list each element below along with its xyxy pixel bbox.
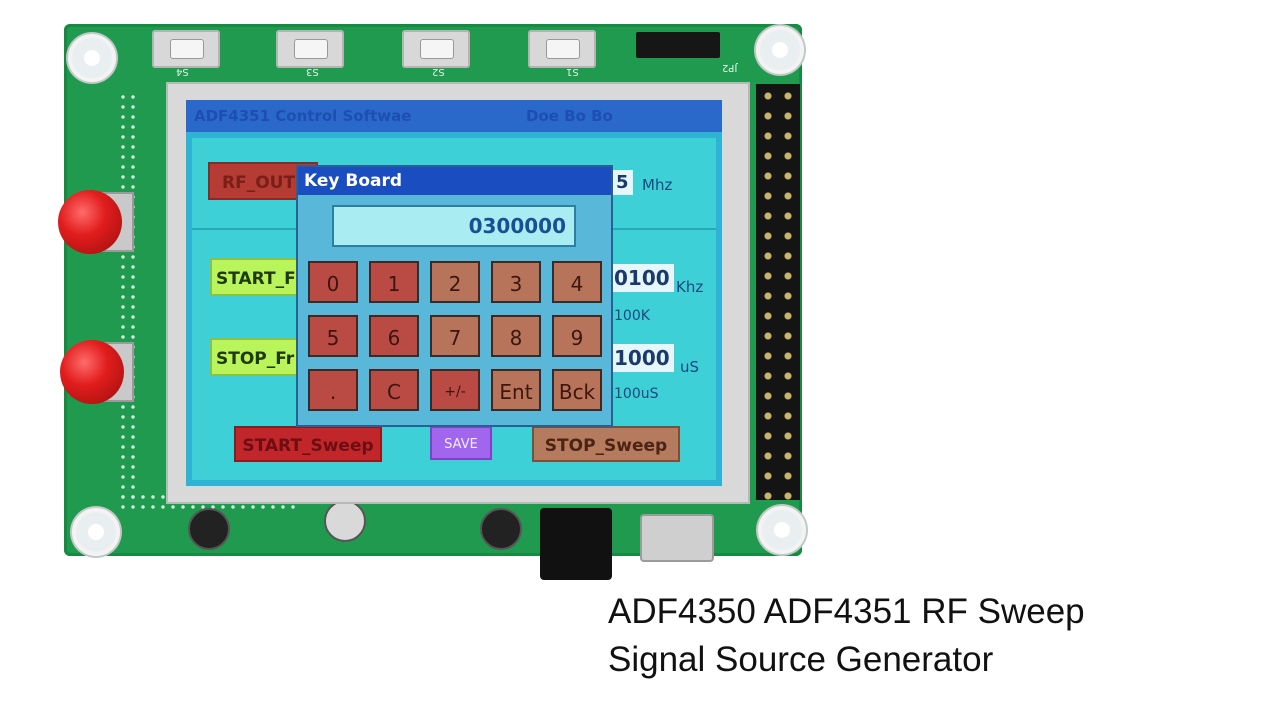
key-9[interactable]: 9 [552,315,602,357]
key-6[interactable]: 6 [369,315,419,357]
mount-hole-bottom-right [758,506,806,554]
stop-sweep-button[interactable]: STOP_Sweep [532,426,680,462]
start-freq-unit: Khz [676,278,704,296]
caption-line-1: ADF4350 ADF4351 RF Sweep [608,592,1085,631]
tact-switch-s2[interactable] [402,30,470,68]
app-title: ADF4351 Control Softwae [194,107,412,125]
key-enter[interactable]: Ent [491,369,541,411]
side-pin-header [756,84,800,500]
keyboard-title: Key Board [298,167,611,195]
key-4[interactable]: 4 [552,261,602,303]
tact-switch-s3[interactable] [276,30,344,68]
start-sweep-button[interactable]: START_Sweep [234,426,382,462]
dc-power-jack [540,508,612,580]
key-2[interactable]: 2 [430,261,480,303]
keyboard-dialog: Key Board 0300000 0 1 2 3 4 5 6 7 8 9 . … [296,165,613,427]
rf-value[interactable]: 5 [612,170,633,195]
app-titlebar: ADF4351 Control Softwae Doe Bo Bo [186,100,722,132]
start-freq-value[interactable]: 0100 [610,264,674,292]
mount-hole-bottom-left [72,508,120,556]
switch-label-s4: S4 [176,66,189,77]
rf-unit: Mhz [642,176,673,194]
key-7[interactable]: 7 [430,315,480,357]
save-button[interactable]: SAVE [430,426,492,460]
usb-port [640,514,714,562]
sma-connector-top [58,190,122,254]
key-decimal[interactable]: . [308,369,358,411]
mount-hole-top-right [756,26,804,74]
capacitor-3 [480,508,522,550]
product-caption: ADF4350 ADF4351 RF Sweep Signal Source G… [608,588,1085,684]
key-0[interactable]: 0 [308,261,358,303]
start-freq-step: 100K [614,308,650,324]
tact-switch-s4[interactable] [152,30,220,68]
app-title-right: Doe Bo Bo [526,107,613,125]
key-3[interactable]: 3 [491,261,541,303]
switch-label-s3: S3 [306,66,319,77]
capacitor-1 [188,508,230,550]
switch-label-s2: S2 [432,66,445,77]
stop-freq-unit: uS [680,358,700,376]
key-backspace[interactable]: Bck [552,369,602,411]
sma-connector-bottom [60,340,124,404]
start-freq-button[interactable]: START_F [210,258,310,296]
switch-label-s1: S1 [566,66,579,77]
key-clear[interactable]: C [369,369,419,411]
caption-line-2: Signal Source Generator [608,640,994,679]
key-8[interactable]: 8 [491,315,541,357]
mount-hole-top-left [68,34,116,82]
stop-freq-step: 100uS [614,386,659,402]
stop-freq-button[interactable]: STOP_Fr [210,338,310,376]
header-label-jp2: JP2 [722,62,738,73]
silkscreen-trace [118,92,138,502]
stop-freq-value[interactable]: 1000 [610,344,674,372]
key-plus-minus[interactable]: +/- [430,369,480,411]
keyboard-input-display[interactable]: 0300000 [332,205,576,247]
tact-switch-s1[interactable] [528,30,596,68]
capacitor-2 [324,500,366,542]
pin-header-jp2 [636,32,720,58]
key-5[interactable]: 5 [308,315,358,357]
key-1[interactable]: 1 [369,261,419,303]
